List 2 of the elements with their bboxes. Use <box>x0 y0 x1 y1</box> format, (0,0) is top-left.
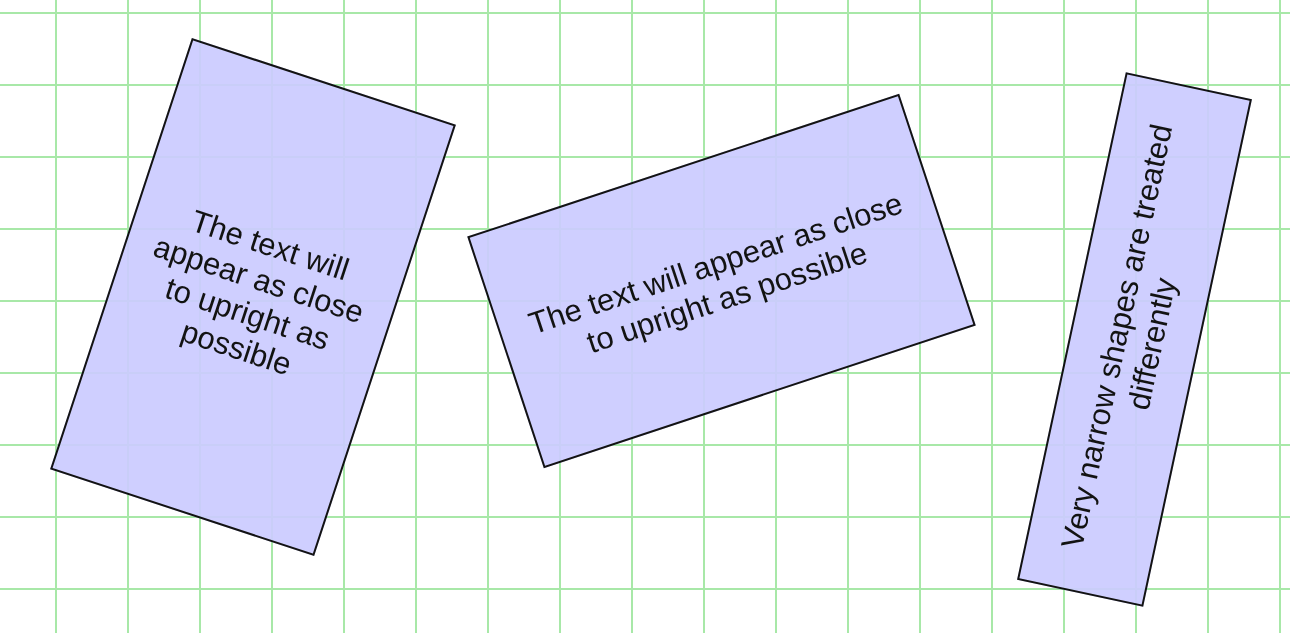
box-text: Very narrow shapes are treated differently <box>1052 119 1184 553</box>
box-text: The text will appear as close to upright as possible <box>148 202 370 385</box>
